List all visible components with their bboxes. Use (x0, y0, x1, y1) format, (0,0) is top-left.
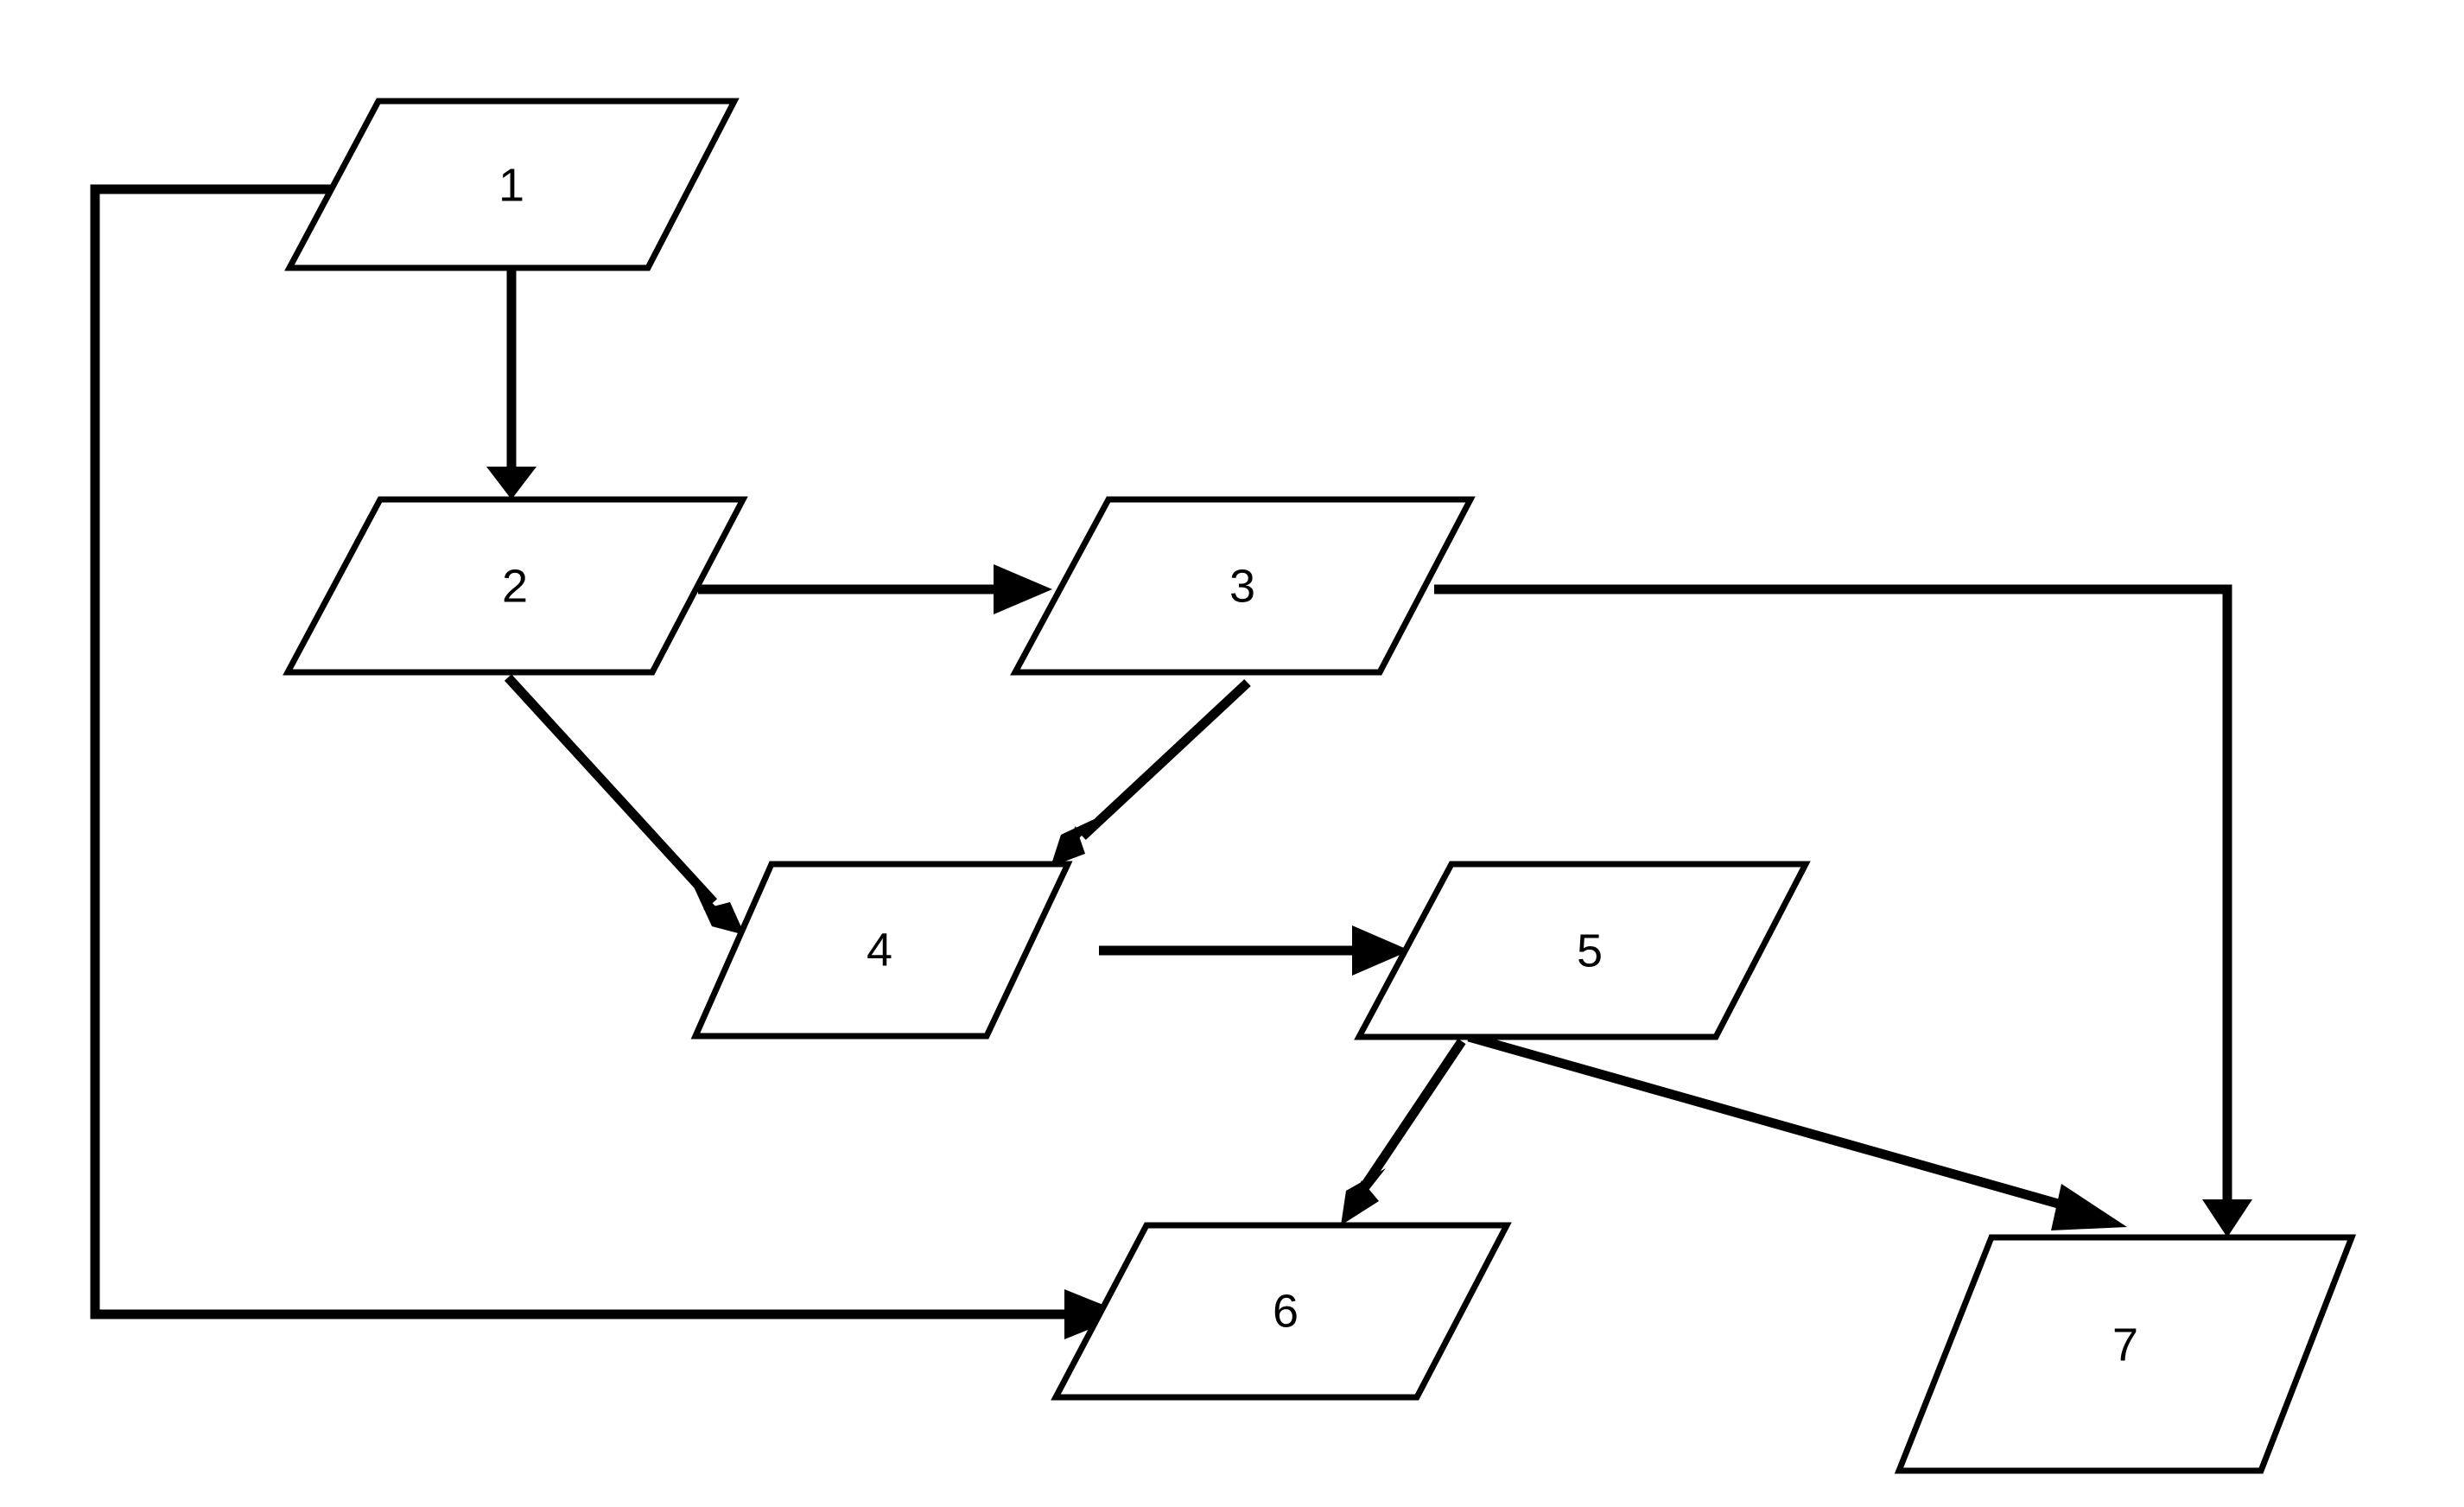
edge-1-to-6 (90, 184, 1127, 1339)
edge-4-to-5 (1099, 925, 1410, 976)
edge-2-to-3 (698, 564, 1052, 614)
node-3[interactable]: 3 (1010, 496, 1476, 676)
node-4-shape[interactable] (690, 861, 1073, 1040)
node-1-label: 1 (499, 159, 524, 211)
edge-5-to-6-line (1361, 1038, 1466, 1189)
edge-5-to-7-line (1467, 1032, 2075, 1213)
node-7[interactable]: 7 (1894, 1234, 2357, 1474)
node-3-label: 3 (1229, 560, 1255, 612)
node-7-label: 7 (2112, 1319, 2138, 1370)
edge-2-to-4-arrowhead-2 (703, 902, 745, 935)
node-2-label: 2 (502, 560, 528, 612)
edge-2-to-4 (504, 674, 745, 935)
node-7-shape[interactable] (1894, 1234, 2357, 1474)
edge-5-to-6 (1341, 1038, 1466, 1225)
edge-3-to-7-line (1434, 584, 2232, 1199)
edge-5-to-7 (1467, 1032, 2127, 1230)
node-5-label: 5 (1577, 925, 1603, 976)
edge-5-to-7-arrowhead (2051, 1184, 2127, 1230)
edge-1-to-2 (486, 270, 537, 499)
node-3-shape[interactable] (1010, 496, 1476, 676)
edge-1-to-6-line (90, 184, 1064, 1319)
node-6-label: 6 (1273, 1285, 1299, 1337)
edge-1-to-6-arrowhead (1064, 1289, 1127, 1339)
node-4[interactable]: 4 (690, 861, 1073, 1040)
edge-3-to-4-arrowhead-2 (1051, 826, 1085, 867)
edge-3-to-4-line (1079, 678, 1251, 841)
edge-3-to-4 (1051, 678, 1251, 867)
node-6-shape[interactable] (1051, 1222, 1512, 1401)
edge-4-to-5-arrowhead (1352, 925, 1410, 976)
edge-2-to-3-arrowhead (994, 564, 1052, 614)
node-6[interactable]: 6 (1051, 1222, 1512, 1401)
edge-1-to-2-arrowhead (486, 467, 537, 499)
node-2[interactable]: 2 (283, 496, 748, 676)
node-5-shape[interactable] (1354, 861, 1811, 1040)
node-1-shape[interactable] (284, 98, 740, 271)
edge-2-to-4-line (504, 674, 718, 906)
node-1[interactable]: 1 (284, 98, 740, 271)
node-5[interactable]: 5 (1354, 861, 1811, 1040)
node-2-shape[interactable] (283, 496, 748, 676)
edge-3-to-7 (1434, 584, 2252, 1237)
edge-5-to-6-arrowhead-2 (1341, 1180, 1379, 1225)
edge-3-to-7-arrowhead (2202, 1199, 2252, 1237)
node-4-label: 4 (867, 924, 892, 976)
